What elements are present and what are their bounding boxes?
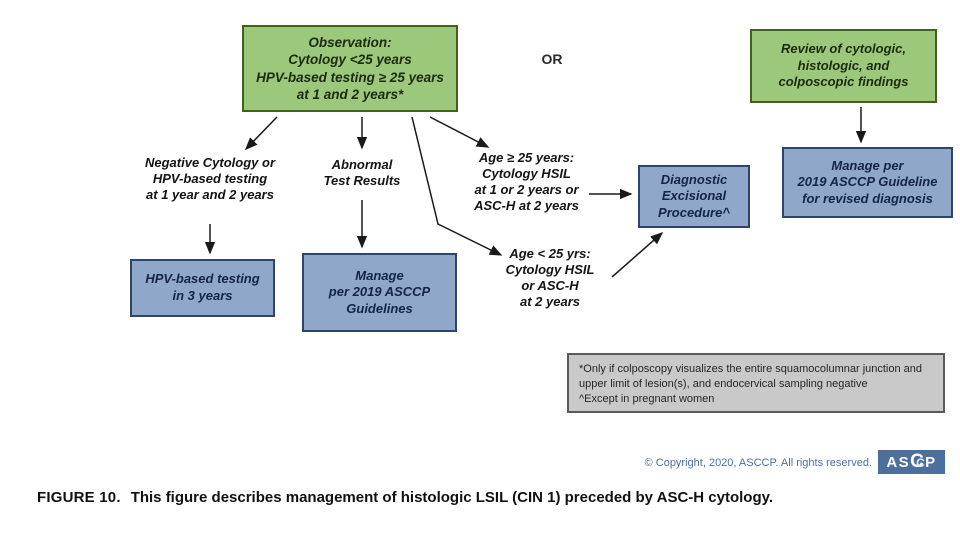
figure-caption-text: This figure describes management of hist…	[130, 489, 774, 506]
box-hpv-testing-3-years: HPV-based testing in 3 years	[130, 259, 275, 317]
box-review-findings: Review of cytologic, histologic, and col…	[750, 29, 937, 103]
label-abnormal-test-results: Abnormal Test Results	[323, 157, 401, 189]
asccp-logo-c-outer: C	[910, 451, 924, 472]
arrow-observation-to-age-ge-25	[429, 116, 490, 148]
asccp-logo-c-inner: C	[916, 456, 925, 470]
box-manage-revised-diagnosis: Manage per 2019 ASCCP Guideline for revi…	[782, 147, 953, 218]
box-manage-per-guidelines: Manage per 2019 ASCCP Guidelines	[302, 253, 457, 332]
box-diagnostic-excisional-procedure: Diagnostic Excisional Procedure^	[638, 165, 750, 228]
label-age-lt-25: Age < 25 yrs: Cytology HSIL or ASC-H at …	[505, 246, 595, 310]
footnote-box: *Only if colposcopy visualizes the entir…	[567, 353, 945, 413]
label-age-ge-25: Age ≥ 25 years: Cytology HSIL at 1 or 2 …	[474, 150, 579, 214]
or-connector-label: OR	[541, 51, 563, 67]
figure-caption: FIGURE 10. This figure describes manageme…	[37, 489, 917, 506]
asccp-logo-interlocking-c-icon: C C	[910, 450, 925, 474]
arrow-age-lt-25-to-diagnostic	[611, 232, 664, 278]
asccp-logo-letters-left: AS	[886, 453, 911, 471]
asccp-logo: AS C C P	[878, 450, 945, 474]
arrow-observation-to-negative	[244, 116, 278, 151]
figure-number-label: FIGURE 10.	[37, 489, 121, 506]
asccp-logo-letters-right: P	[925, 453, 937, 471]
copyright-text: © Copyright, 2020, ASCCP. All rights res…	[644, 457, 872, 469]
box-observation: Observation: Cytology <25 years HPV-base…	[242, 25, 458, 112]
label-negative-cytology: Negative Cytology or HPV-based testing a…	[144, 155, 276, 203]
